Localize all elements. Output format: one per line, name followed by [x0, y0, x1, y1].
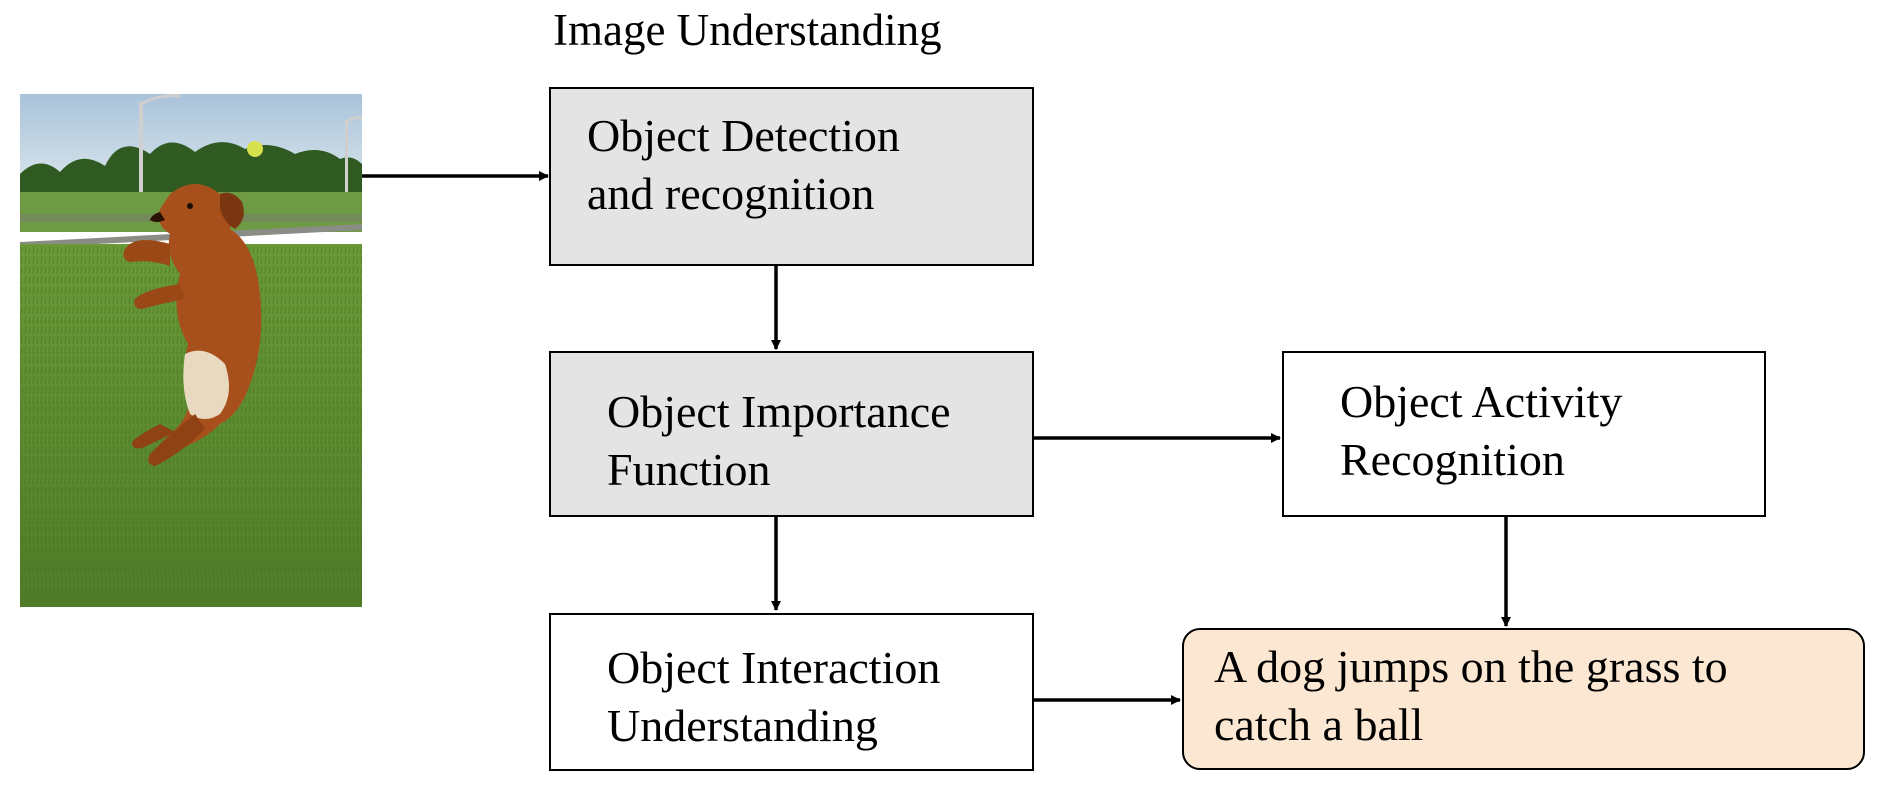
object-detection-label: Object Detection and recognition: [587, 110, 900, 219]
object-importance-label: Object Importance Function: [607, 386, 951, 495]
object-interaction-box: Object Interaction Understanding: [549, 613, 1034, 771]
input-photo: [20, 94, 362, 607]
object-interaction-label: Object Interaction Understanding: [607, 642, 941, 751]
dog-photo-image: [20, 94, 362, 607]
object-activity-box: Object Activity Recognition: [1282, 351, 1766, 517]
diagram-title: Image Understanding: [553, 5, 942, 55]
object-importance-box: Object Importance Function: [549, 351, 1034, 517]
caption-output-box: A dog jumps on the grass to catch a ball: [1182, 628, 1865, 770]
caption-output-label: A dog jumps on the grass to catch a ball: [1214, 641, 1728, 750]
object-activity-label: Object Activity Recognition: [1340, 376, 1623, 485]
object-detection-box: Object Detection and recognition: [549, 87, 1034, 266]
